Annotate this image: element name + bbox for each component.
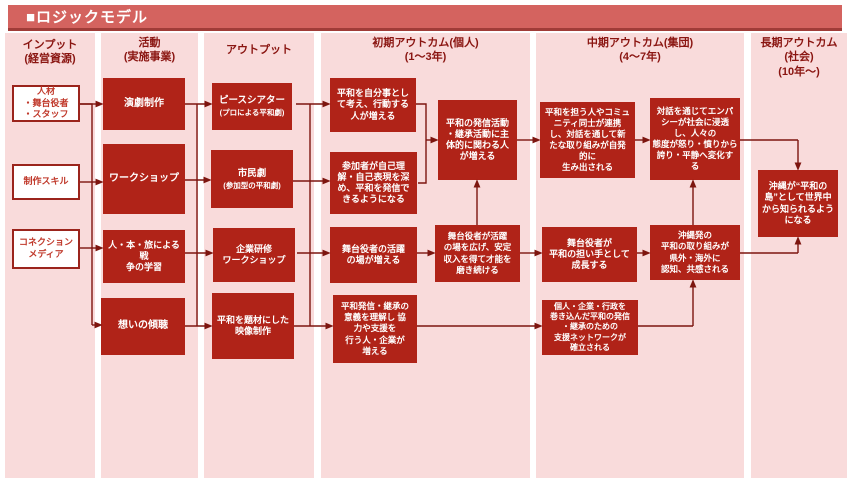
column-header-mid-outcomes: 中期アウトカム(集団) (4〜7年) bbox=[586, 37, 694, 64]
mid-outcome-box-actors-peace-bearers: 舞台役者が 平和の担い手として 成長する bbox=[542, 227, 637, 282]
early-outcome-box-supporters-increase-label: 平和発信・継承の 意義を理解し 協 力や支援を 行う人・企業が 増える bbox=[340, 301, 409, 356]
activity-box-workshop-label: ワークショップ bbox=[109, 172, 179, 184]
early-outcome-box-active-involvement: 平和の発信活動 ・継承活動に主 体的に関わる人 が増える bbox=[438, 100, 517, 180]
long-outcome-box-island-of-peace-label: 沖縄が“平和の 島”として世界中 から知られるよう になる bbox=[761, 181, 834, 225]
early-outcome-box-actor-opportunities: 舞台役者の活躍 の場が増える bbox=[330, 227, 417, 283]
column-header-long-outcomes: 長期アウトカム (社会) (10年〜) bbox=[760, 37, 838, 78]
early-outcome-box-self-expression: 参加者が自己理 解・自己表現を深 め、平和を発信で きるようになる bbox=[330, 152, 417, 214]
activity-box-theater-production: 演劇制作 bbox=[103, 78, 185, 130]
early-outcome-box-self-expression-label: 参加者が自己理 解・自己表現を深 め、平和を発信で きるようになる bbox=[337, 160, 410, 205]
early-outcome-box-supporters-increase: 平和発信・継承の 意義を理解し 協 力や支援を 行う人・企業が 増える bbox=[333, 295, 417, 363]
output-box-citizen-play-main: 市民劇 bbox=[237, 167, 267, 179]
early-outcome-box-actor-income: 舞台役者が活躍 の場を広げ、安定 収入を得て才能を 磨き続ける bbox=[435, 225, 520, 282]
early-outcome-box-actor-opportunities-label: 舞台役者の活躍 の場が増える bbox=[341, 243, 405, 265]
long-outcome-box-island-of-peace: 沖縄が“平和の 島”として世界中 から知られるよう になる bbox=[758, 170, 838, 237]
output-box-corporate-workshop: 企業研修 ワークショップ bbox=[213, 228, 295, 282]
column-header-outputs: アウトプット bbox=[226, 44, 292, 56]
activity-box-listening: 想いの傾聴 bbox=[101, 298, 185, 355]
activity-box-workshop: ワークショップ bbox=[103, 144, 185, 214]
output-box-citizen-play-label: 市民劇(参加型の平和劇) bbox=[213, 168, 291, 190]
output-box-peace-theater-main: ピースシアター bbox=[218, 95, 286, 107]
mid-outcome-box-support-network: 個人・企業・行政を 巻き込んだ平和の発信 ・継承のための 支援ネットワークが 確… bbox=[542, 300, 638, 355]
mid-outcome-box-empathy-society-label: 対話を通じてエンパ シーが社会に浸透 し、人々の 態度が怒り・憤りから 誇り・平… bbox=[652, 105, 738, 172]
early-outcome-box-active-involvement-label: 平和の発信活動 ・継承活動に主 体的に関わる人 が増える bbox=[445, 117, 509, 162]
activity-box-listening-label: 想いの傾聴 bbox=[118, 320, 168, 332]
input-box-production-skill-label: 制作スキル bbox=[23, 176, 69, 187]
input-box-talent: 人材 ・舞台役者 ・スタッフ bbox=[12, 85, 80, 122]
mid-outcome-box-actors-peace-bearers-label: 舞台役者が 平和の担い手として 成長する bbox=[549, 237, 630, 271]
mid-outcome-box-support-network-label: 個人・企業・行政を 巻き込んだ平和の発信 ・継承のための 支援ネットワークが 確… bbox=[550, 301, 630, 353]
activity-box-war-learning: 人・本・旅による戦 争の学習 bbox=[103, 230, 185, 283]
output-box-peace-theater-label: ピースシアター(プロによる平和劇) bbox=[214, 95, 290, 117]
mid-outcome-box-community-collaboration-label: 平和を担う人やコミュ ニティ同士が連携 し、対話を通して新 たな取り組みが自発 … bbox=[544, 106, 630, 173]
output-box-peace-theater: ピースシアター(プロによる平和劇) bbox=[212, 83, 292, 130]
early-outcome-box-actor-income-label: 舞台役者が活躍 の場を広げ、安定 収入を得て才能を 磨き続ける bbox=[443, 231, 512, 275]
output-box-citizen-play-sub: (参加型の平和劇) bbox=[223, 180, 281, 190]
input-box-talent-label: 人材 ・舞台役者 ・スタッフ bbox=[23, 85, 69, 120]
column-panel-long-outcomes bbox=[751, 33, 847, 478]
input-box-connection-media: コネクション メディア bbox=[12, 229, 80, 269]
input-box-connection-media-label: コネクション メディア bbox=[18, 237, 73, 259]
column-header-activities: 活動 (実施事業) bbox=[123, 37, 176, 64]
column-header-early-outcomes: 初期アウトカム(個人) (1〜3年) bbox=[372, 37, 479, 64]
output-box-peace-film: 平和を題材にした 映像制作 bbox=[212, 293, 294, 359]
column-header-inputs: インプット (経営資源) bbox=[22, 39, 78, 66]
mid-outcome-box-empathy-society: 対話を通じてエンパ シーが社会に浸透 し、人々の 態度が怒り・憤りから 誇り・平… bbox=[650, 98, 740, 180]
early-outcome-box-peace-ownership: 平和を自分事とし て考え、行動する 人が増える bbox=[330, 78, 416, 132]
activity-box-war-learning-label: 人・本・旅による戦 争の学習 bbox=[108, 239, 180, 273]
input-box-production-skill: 制作スキル bbox=[12, 164, 80, 200]
early-outcome-box-peace-ownership-label: 平和を自分事とし て考え、行動する 人が増える bbox=[336, 88, 409, 121]
output-box-citizen-play: 市民劇(参加型の平和劇) bbox=[211, 150, 293, 208]
page-title: ■ロジックモデル bbox=[8, 5, 842, 31]
mid-outcome-box-okinawa-recognition-label: 沖縄発の 平和の取り組みが 県外・海外に 認知、共感される bbox=[660, 230, 729, 274]
output-box-corporate-workshop-label: 企業研修 ワークショップ bbox=[222, 243, 286, 265]
output-box-peace-film-label: 平和を題材にした 映像制作 bbox=[216, 314, 289, 336]
mid-outcome-box-community-collaboration: 平和を担う人やコミュ ニティ同士が連携 し、対話を通して新 たな取り組みが自発 … bbox=[540, 102, 635, 178]
mid-outcome-box-okinawa-recognition: 沖縄発の 平和の取り組みが 県外・海外に 認知、共感される bbox=[650, 225, 740, 280]
activity-box-theater-production-label: 演劇制作 bbox=[124, 97, 164, 109]
output-box-peace-theater-sub: (プロによる平和劇) bbox=[219, 108, 285, 118]
